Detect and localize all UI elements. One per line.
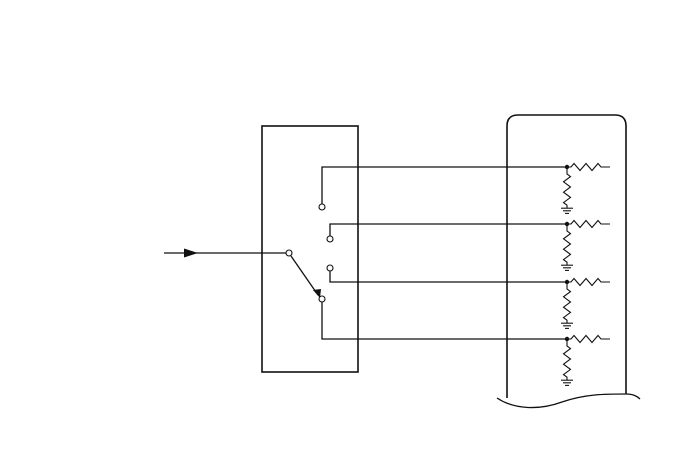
- switch-contact-2: [326, 235, 334, 243]
- series-resistor: [567, 219, 610, 229]
- shunt-resistor: [562, 339, 572, 381]
- receiver-channels: [561, 162, 610, 386]
- ground-icon: [561, 264, 573, 271]
- series-resistor: [567, 162, 610, 172]
- switch-arm-arrowhead: [313, 289, 321, 298]
- output-line-4: [321, 302, 567, 340]
- output-line-1: [321, 166, 567, 204]
- input-signal: [164, 248, 287, 258]
- switch-contact-3: [326, 264, 334, 272]
- ground-icon: [561, 379, 573, 386]
- channel-3: [561, 277, 610, 329]
- series-resistor: [567, 334, 610, 344]
- switch-common-terminal: [285, 249, 293, 257]
- shunt-resistor: [562, 167, 572, 209]
- channel-2: [561, 219, 610, 271]
- receiver-break-line: [496, 393, 641, 409]
- shunt-resistor: [562, 282, 572, 324]
- switch-contact-4: [318, 295, 326, 303]
- switch-arm: [290, 255, 319, 296]
- ground-icon: [561, 207, 573, 214]
- output-line-2: [329, 223, 567, 236]
- shunt-resistor: [562, 224, 572, 266]
- switch-box: [261, 125, 359, 373]
- channel-4: [561, 334, 610, 386]
- ground-icon: [561, 322, 573, 329]
- arrow-right-icon: [184, 248, 198, 258]
- output-line-3: [329, 271, 567, 283]
- channel-1: [561, 162, 610, 214]
- series-resistor: [567, 277, 610, 287]
- switch-unit: [261, 125, 567, 373]
- switch-contact-1: [318, 203, 326, 211]
- receiver-panel: [506, 114, 627, 398]
